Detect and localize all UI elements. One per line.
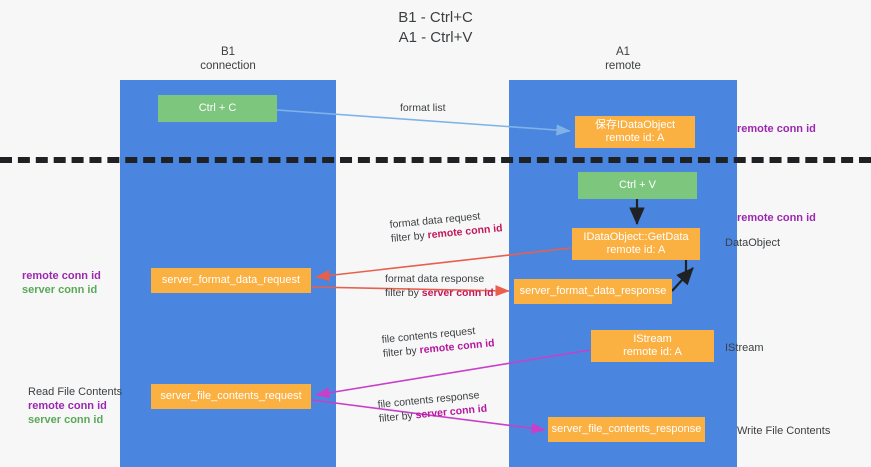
node-server-format-data-response-label: server_format_data_response [519,285,667,297]
edge-label-format-data-response: format data response filter by server co… [385,272,494,300]
node-istream[interactable]: IStream remote id: A [591,330,714,362]
note-right-top-remote-conn-id: remote conn id [737,123,816,135]
edge-label-format-data-response-line1: format data response [385,273,485,285]
note-right-write-file-contents-label: Write File Contents [737,425,831,437]
node-server-file-contents-request[interactable]: server_file_contents_request [151,384,311,409]
note-right-istream-label: IStream [725,342,764,354]
note-right-getdata-conn-id: remote conn id [737,211,816,225]
edge-label-file-contents-response-prefix: filter by [378,409,417,425]
note-left-format-server-conn-id: server conn id [22,284,98,296]
node-server-format-data-request[interactable]: server_format_data_request [151,268,311,293]
edge-label-format-data-request: format data request filter by remote con… [389,207,503,246]
node-idataobject-getdata-line1: IDataObject::GetData [583,231,689,243]
note-right-getdata-remote-conn-id: remote conn id [737,212,816,224]
note-right-dataobject: DataObject [725,236,780,250]
title-line-2: A1 - Ctrl+V [398,29,473,46]
node-save-idataobject[interactable]: 保存IDataObject remote id: A [575,116,695,148]
node-server-format-data-request-label: server_format_data_request [161,274,301,286]
lane-header-a1: A1 remote [509,46,737,73]
note-right-dataobject-label: DataObject [725,237,781,249]
lane-header-a1-name: A1 [615,46,631,58]
note-left-read-file-contents: Read File Contents remote conn id server… [28,385,122,427]
node-ctrl-c[interactable]: Ctrl + C [158,95,277,122]
edge-label-file-contents-response: file contents response filter by server … [377,388,488,426]
diagram-title: B1 - Ctrl+C A1 - Ctrl+V [0,8,871,48]
edge-label-file-contents-request-prefix: filter by [382,344,421,360]
node-server-format-data-response[interactable]: server_format_data_response [514,279,672,304]
lane-header-b1-subtitle: connection [200,59,256,72]
node-ctrl-c-label: Ctrl + C [198,102,237,114]
edge-label-format-list: format list [400,101,446,115]
node-server-file-contents-response[interactable]: server_file_contents_response [548,417,705,442]
lane-header-b1: B1 connection [120,46,336,73]
note-left-read-file-contents-label: Read File Contents [28,386,123,398]
node-server-file-contents-request-label: server_file_contents_request [160,390,302,402]
edge-label-format-data-request-prefix: filter by [390,229,429,245]
node-idataobject-getdata-line2: remote id: A [606,244,666,256]
note-right-istream: IStream [725,341,764,355]
node-istream-line2: remote id: A [623,346,682,358]
edge-label-format-data-response-line2: filter by server conn id [385,286,494,300]
note-left-format-remote-conn-id: remote conn id [22,270,101,282]
edge-label-format-data-response-emphasis: server conn id [421,287,494,299]
note-left-format-conn-ids: remote conn id server conn id [22,269,101,297]
note-left-file-server-conn-id: server conn id [28,414,104,426]
node-ctrl-v-label: Ctrl + V [619,179,656,191]
edge-label-format-data-response-prefix: filter by [385,287,422,299]
note-right-write-file-contents: Write File Contents [737,424,830,438]
lane-header-a1-subtitle: remote [605,59,641,72]
title-line-1: B1 - Ctrl+C [398,9,473,26]
node-server-file-contents-response-label: server_file_contents_response [551,423,702,435]
lane-header-b1-name: B1 [220,46,236,58]
node-save-idataobject-line2: remote id: A [605,132,665,144]
node-idataobject-getdata[interactable]: IDataObject::GetData remote id: A [572,228,700,260]
note-left-file-remote-conn-id: remote conn id [28,400,107,412]
edge-label-format-list-text: format list [400,102,446,114]
edge-label-file-contents-request: file contents request filter by remote c… [381,322,495,361]
phase-separator [0,157,871,163]
node-istream-line1: IStream [633,333,672,345]
note-right-top-conn-id: remote conn id [737,122,816,136]
node-save-idataobject-line1: 保存IDataObject [594,119,676,131]
node-ctrl-v[interactable]: Ctrl + V [578,172,697,199]
